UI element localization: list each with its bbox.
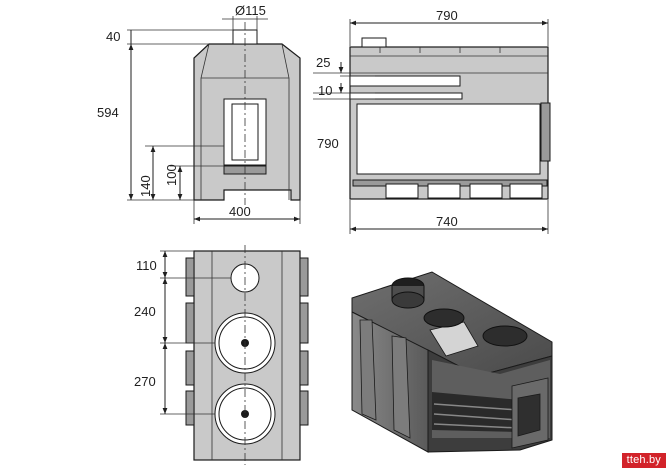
top-view: 110 240 270 bbox=[134, 245, 309, 465]
top-offset-label: 40 bbox=[106, 29, 120, 44]
burner-spacing-1-label: 240 bbox=[134, 304, 156, 319]
leg-height-label: 140 bbox=[138, 175, 153, 197]
flue-diameter-label: Ø115 bbox=[235, 3, 266, 18]
front-height-label: 594 bbox=[97, 105, 119, 120]
inner-length-label: 740 bbox=[436, 214, 458, 229]
burner-spacing-2-label: 270 bbox=[134, 374, 156, 389]
isometric-view bbox=[351, 271, 553, 453]
front-width-label: 400 bbox=[229, 204, 251, 219]
side-view-firebox bbox=[356, 103, 541, 175]
offset-upper-label: 25 bbox=[316, 55, 330, 70]
offset-lower-label: 10 bbox=[318, 83, 332, 98]
flue-offset-label: 110 bbox=[136, 258, 157, 273]
side-view: 790 25 10 790 740 bbox=[313, 8, 551, 234]
side-length-label: 790 bbox=[436, 8, 458, 23]
front-view: Ø115 40 594 140 100 400 bbox=[97, 3, 301, 224]
side-height-label: 790 bbox=[317, 136, 339, 151]
grate-height-label: 100 bbox=[164, 164, 179, 186]
watermark-badge: tteh.by bbox=[621, 453, 666, 468]
